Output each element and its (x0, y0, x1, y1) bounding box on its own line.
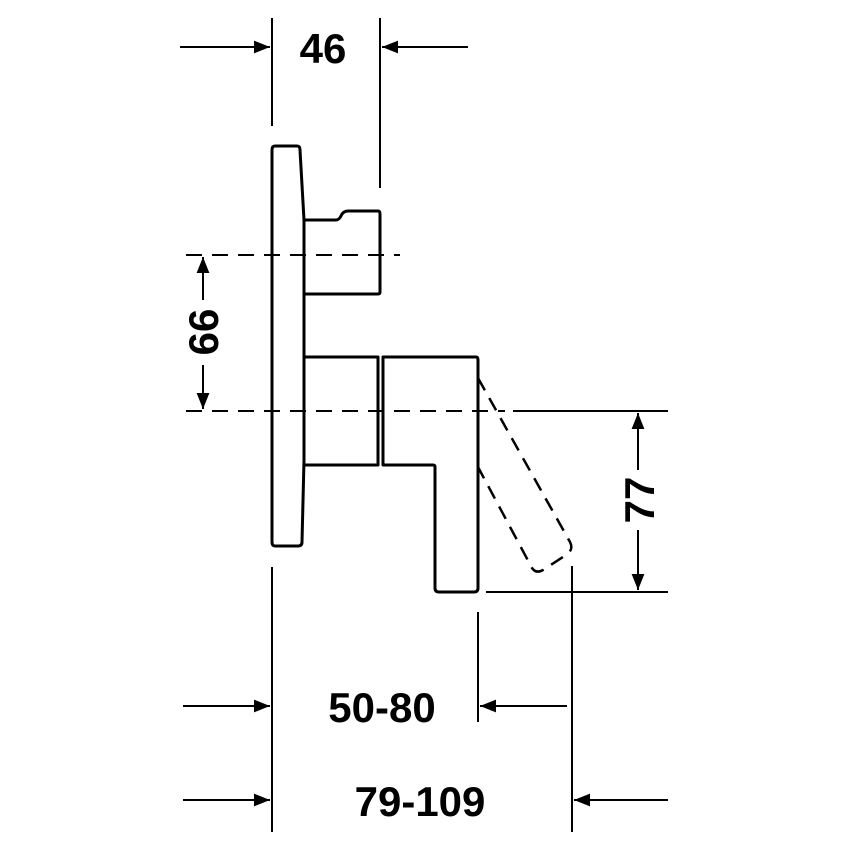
centerlines (186, 254, 505, 412)
dimension-79-109: 79-109 (183, 778, 668, 825)
extension-lines (271, 18, 668, 832)
dimension-66: 66 (180, 257, 227, 409)
mixer-lever (381, 355, 480, 594)
dimension-77: 77 (616, 413, 663, 590)
dimension-label-77: 77 (616, 477, 663, 524)
lever-alternate-position (476, 377, 573, 573)
wall-plate (270, 144, 306, 548)
mixer-body (305, 355, 380, 467)
dimension-label-66: 66 (180, 309, 227, 356)
dimension-50-80: 50-80 (183, 684, 567, 731)
dimension-46: 46 (180, 25, 468, 72)
dimension-label-50-80: 50-80 (328, 684, 435, 731)
diverter-knob (305, 209, 382, 296)
dimension-label-46: 46 (300, 25, 347, 72)
dimension-label-79-109: 79-109 (355, 778, 486, 825)
